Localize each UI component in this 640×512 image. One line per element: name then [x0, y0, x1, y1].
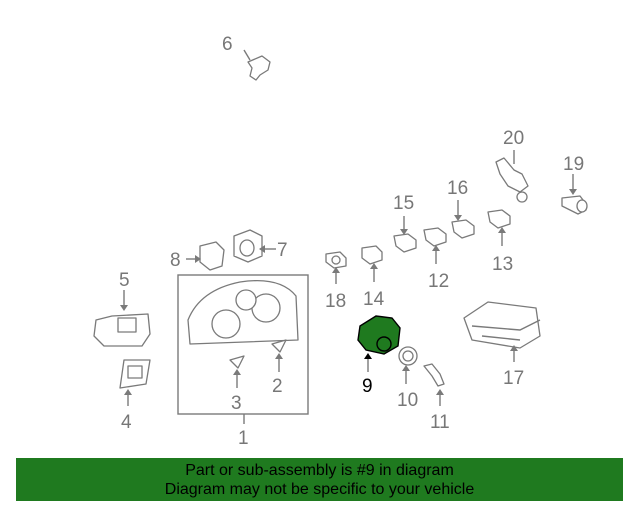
callout-16: 16 — [447, 178, 468, 199]
part-15-shape — [393, 216, 417, 253]
part-4-shape — [119, 359, 151, 406]
banner-line-2: Diagram may not be specific to your vehi… — [164, 481, 475, 498]
part-13-shape — [487, 209, 511, 246]
part-16-shape — [451, 200, 475, 239]
part-19-shape — [561, 174, 588, 215]
part-7-shape — [233, 229, 276, 263]
callout-9: 9 — [362, 376, 373, 397]
callout-3: 3 — [231, 393, 242, 414]
callout-17: 17 — [503, 368, 524, 389]
callout-8: 8 — [170, 250, 181, 271]
part-18-shape — [325, 251, 347, 284]
part-5-shape — [93, 290, 151, 347]
part-14-shape — [361, 245, 383, 282]
banner-line-1: Part or sub-assembly is #9 in diagram — [185, 462, 454, 479]
part-12-shape — [423, 227, 447, 264]
callout-12: 12 — [428, 271, 449, 292]
callout-14: 14 — [363, 289, 385, 310]
callout-4: 4 — [121, 412, 132, 433]
part-6-shape — [243, 49, 271, 81]
callout-18: 18 — [325, 291, 346, 312]
callout-6: 6 — [222, 34, 233, 55]
callout-19: 19 — [563, 154, 584, 175]
callout-2: 2 — [272, 376, 283, 397]
part-1-cluster-assembly — [177, 274, 309, 424]
part-17-shape — [463, 301, 541, 362]
callout-5: 5 — [119, 270, 130, 291]
callout-10: 10 — [397, 390, 418, 411]
callout-15: 15 — [393, 193, 414, 214]
part-11-shape — [423, 363, 445, 406]
part-20-shape — [495, 150, 529, 203]
callout-13: 13 — [492, 254, 513, 275]
callout-1: 1 — [238, 428, 249, 449]
part-8-shape — [186, 241, 225, 271]
footer-banner: Part or sub-assembly is #9 in diagram Di… — [16, 458, 623, 501]
callout-11: 11 — [430, 412, 450, 433]
part-9-highlighted-shape — [357, 315, 401, 372]
callout-7: 7 — [277, 240, 288, 261]
callout-20: 20 — [503, 128, 524, 149]
part-10-shape — [398, 346, 418, 384]
